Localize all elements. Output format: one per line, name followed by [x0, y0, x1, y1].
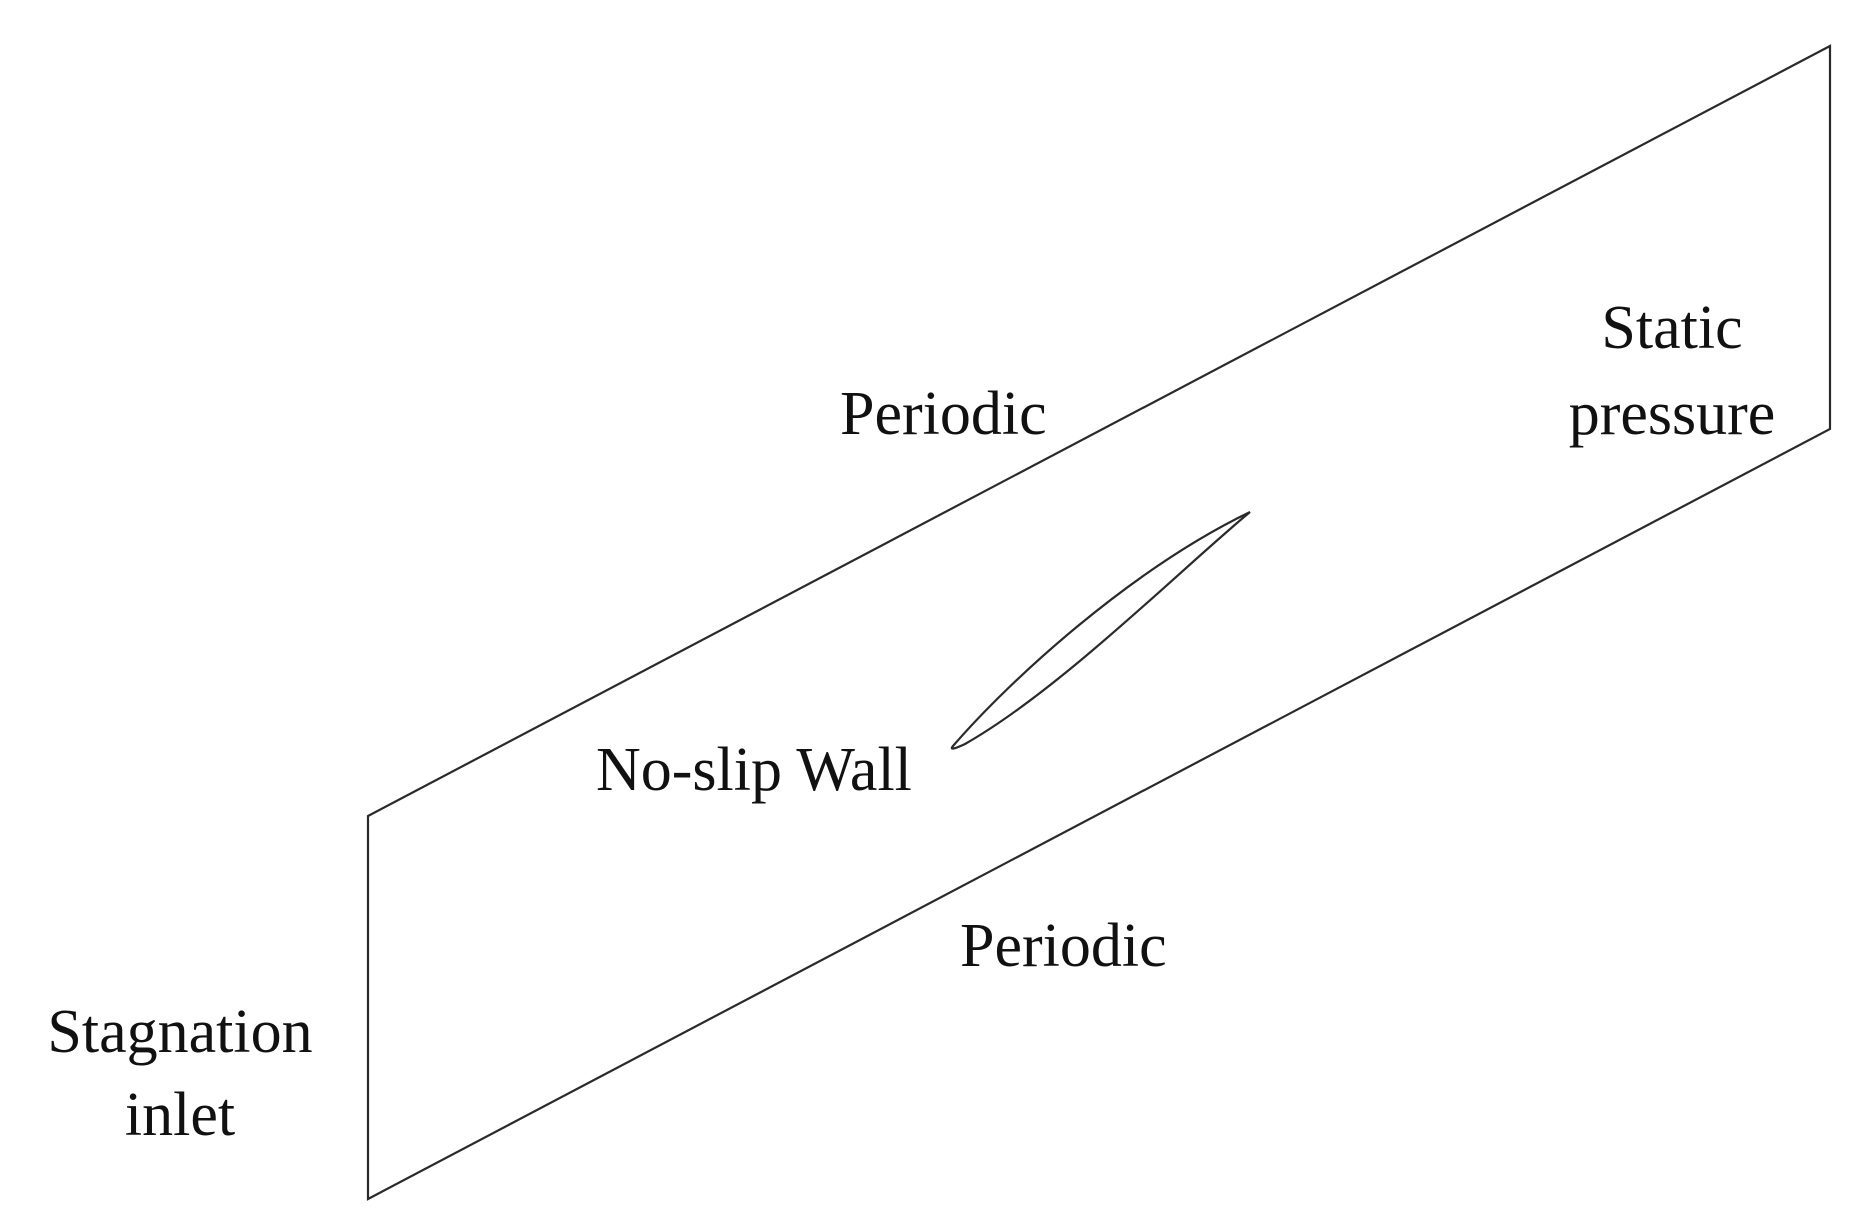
stagnation-inlet-label-line2: inlet [125, 1081, 235, 1149]
static-pressure-label-line2: pressure [1569, 380, 1776, 448]
periodic-top-label: Periodic [840, 380, 1047, 448]
blade-profile [950, 511, 1251, 750]
periodic-bottom-label: Periodic [960, 912, 1167, 980]
no-slip-wall-label: No-slip Wall [596, 736, 912, 804]
static-pressure-label-line1: Static [1601, 294, 1742, 362]
stagnation-inlet-label-line1: Stagnation [47, 998, 312, 1066]
domain-boundary [366, 44, 1832, 1201]
